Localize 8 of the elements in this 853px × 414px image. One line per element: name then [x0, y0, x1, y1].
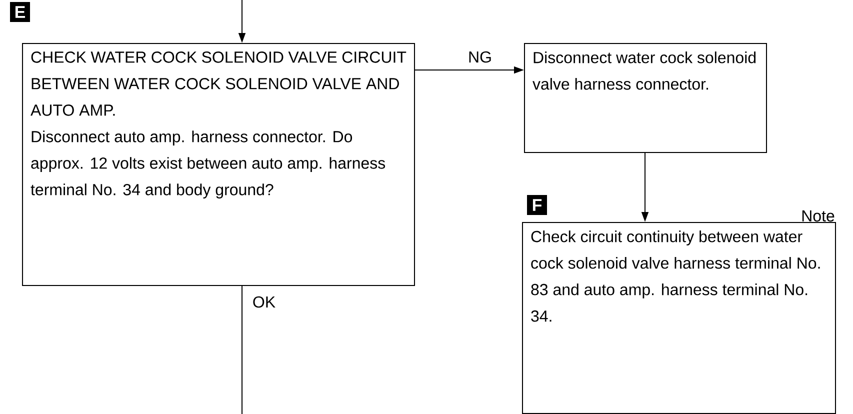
edge-label: NG: [467, 50, 493, 64]
process-box: Check circuit continuity between water cock solenoid valve harness terminal No. 83 and auto amp. harness terminal No. 34.: [522, 222, 836, 414]
step-badge: E: [10, 2, 30, 22]
process-box: CHECK WATER COCK SOLENOID VALVE CIRCUIT BETWEEN WATER COCK SOLENOID VALVE AND AUTO AMP. Disconnect auto amp. harness connector. Do approx. 12 volts exist between auto amp. harness terminal No. 34 and body ground?: [22, 43, 415, 286]
step-badge: F: [527, 195, 547, 215]
edge-label: OK: [251, 295, 277, 309]
note-label: Note: [802, 210, 834, 222]
process-box: Disconnect water cock solenoid valve harness connector.: [524, 43, 767, 153]
